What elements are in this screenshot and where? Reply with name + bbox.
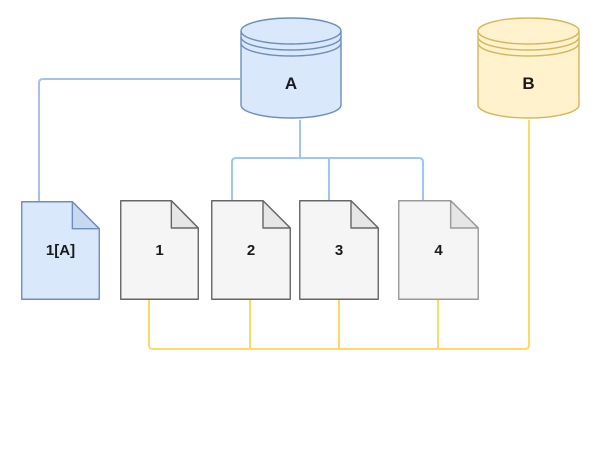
- database-a: A: [240, 17, 342, 120]
- edge-a-branch: [231, 157, 424, 201]
- document-icon: [299, 200, 379, 300]
- document-4: 4: [398, 200, 479, 300]
- database-b: B: [477, 17, 580, 120]
- database-cylinder-icon: [477, 17, 580, 120]
- document-1a: 1[A]: [21, 201, 100, 300]
- document-3: 3: [299, 200, 379, 300]
- edge-a-to-doc1a: [38, 78, 240, 201]
- document-icon: [21, 201, 100, 300]
- document-1: 1: [120, 200, 199, 300]
- database-cylinder-icon: [240, 17, 342, 120]
- document-icon: [120, 200, 199, 300]
- document-2: 2: [211, 200, 291, 300]
- document-icon: [398, 200, 479, 300]
- document-icon: [211, 200, 291, 300]
